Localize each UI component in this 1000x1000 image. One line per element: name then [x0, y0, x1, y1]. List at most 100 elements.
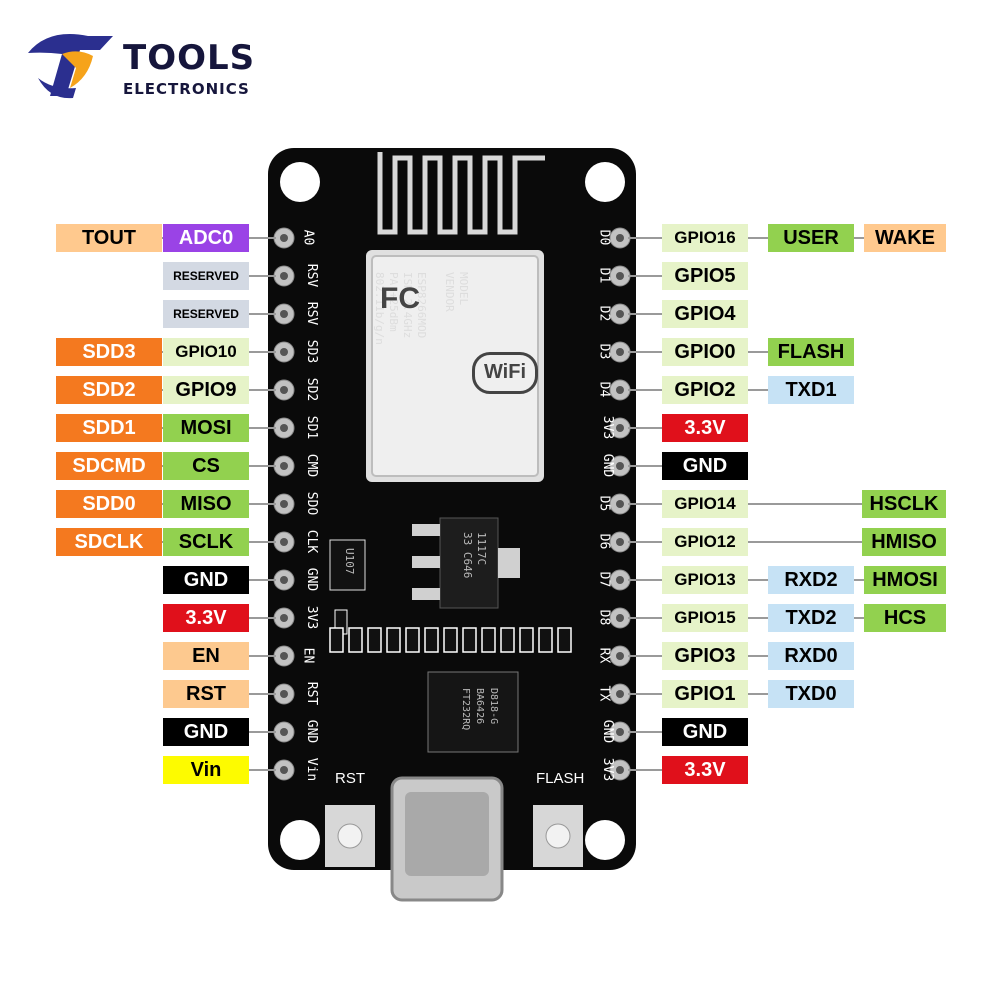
regulator [412, 517, 520, 609]
mount-hole [585, 162, 625, 202]
pin-label-mosi: MOSI [163, 414, 249, 442]
pin-hole [280, 272, 288, 280]
pin-label-3-3v: 3.3V [662, 414, 748, 442]
smd-resistor [329, 627, 344, 653]
pin-label-txd0: TXD0 [768, 680, 854, 708]
pin-label-flash: FLASH [768, 338, 854, 366]
pin-label-3-3v: 3.3V [662, 756, 748, 784]
pin-label-en: EN [163, 642, 249, 670]
pin-hole [616, 310, 624, 318]
pin-label-rxd2: RXD2 [768, 566, 854, 594]
pin-label-user: USER [768, 224, 854, 252]
pin-hole [616, 234, 624, 242]
pin-label-txd2: TXD2 [768, 604, 854, 632]
smd-resistor [500, 627, 515, 653]
silkscreen-d3: D3 [596, 343, 612, 360]
silkscreen-d5: D5 [596, 495, 612, 512]
silkscreen-tx: TX [596, 685, 612, 702]
silkscreen-sd2: SD2 [304, 377, 320, 402]
pin-label-cs: CS [163, 452, 249, 480]
pin-hole [280, 576, 288, 584]
pin-label-sdd2: SDD2 [56, 376, 162, 404]
smd-resistor [519, 627, 534, 653]
flash-button [545, 823, 571, 849]
silkscreen-3v3: 3V3 [600, 415, 616, 440]
pin-label-sdd1: SDD1 [56, 414, 162, 442]
pin-hole [616, 386, 624, 394]
silkscreen-d6: D6 [596, 533, 612, 550]
pin-label-gpio0: GPIO0 [662, 338, 748, 366]
silkscreen-gnd: GND [600, 719, 616, 744]
pin-hole [616, 348, 624, 356]
silkscreen-sd3: SD3 [304, 339, 320, 364]
smd-resistor [557, 627, 572, 653]
pin-label-gpio12: GPIO12 [662, 528, 748, 556]
pin-hole [616, 766, 624, 774]
module-shield [371, 255, 539, 477]
smd-resistor [462, 627, 477, 653]
pin-label-gpio16: GPIO16 [662, 224, 748, 252]
smd-resistor [538, 627, 553, 653]
smd-resistor [348, 627, 363, 653]
pin-hole [616, 728, 624, 736]
silkscreen-a0: A0 [300, 229, 316, 246]
pin-hole [280, 652, 288, 660]
pin-label-hsclk: HSCLK [862, 490, 946, 518]
silkscreen-vin: Vin [304, 757, 320, 782]
logo: TOOLS ELECTRONICS [18, 18, 258, 108]
pin-label-gpio2: GPIO2 [662, 376, 748, 404]
silkscreen-d7: D7 [596, 571, 612, 588]
pin-hole [280, 728, 288, 736]
pin-label-gpio13: GPIO13 [662, 566, 748, 594]
silkscreen-rsv: RSV [304, 301, 320, 326]
wifi-logo: WiFi [472, 352, 538, 394]
pin-label-rxd0: RXD0 [768, 642, 854, 670]
diode-marking: U107 [343, 548, 356, 575]
flash-button-label: FLASH [536, 770, 585, 787]
pin-hole [616, 652, 624, 660]
rst-button-label: RST [335, 770, 365, 787]
pin-hole [616, 424, 624, 432]
usb-c-opening [405, 792, 489, 876]
mount-hole [280, 162, 320, 202]
mount-hole [585, 820, 625, 860]
silkscreen-gnd: GND [304, 567, 320, 592]
pin-hole [616, 576, 624, 584]
pin-label-3-3v: 3.3V [163, 604, 249, 632]
pin-label-gpio3: GPIO3 [662, 642, 748, 670]
pin-hole [280, 500, 288, 508]
pin-hole [616, 614, 624, 622]
pin-hole [280, 424, 288, 432]
regulator-marking: 1117C 33 C646 [461, 532, 488, 579]
pin-hole [280, 234, 288, 242]
silkscreen-d0: D0 [596, 229, 612, 246]
silkscreen-3v3: 3V3 [304, 605, 320, 630]
antenna-trace [377, 152, 545, 235]
pin-label-wake: WAKE [864, 224, 946, 252]
pin-label-vin: Vin [163, 756, 249, 784]
pin-label-gpio4: GPIO4 [662, 300, 748, 328]
pin-label-rst: RST [163, 680, 249, 708]
smd-resistor [481, 627, 496, 653]
silkscreen-sdo: SDO [304, 491, 320, 516]
silkscreen-gnd: GND [600, 453, 616, 478]
pin-label-sdcmd: SDCMD [56, 452, 162, 480]
left-header-pins [273, 227, 295, 781]
mount-hole [280, 820, 320, 860]
pin-label-txd1: TXD1 [768, 376, 854, 404]
pin-label-gpio9: GPIO9 [163, 376, 249, 404]
silkscreen-rsv: RSV [304, 263, 320, 288]
silkscreen-rx: RX [596, 647, 612, 664]
pin-label-tout: TOUT [56, 224, 162, 252]
pin-label-sdclk: SDCLK [56, 528, 162, 556]
pin-hole [280, 614, 288, 622]
pin-label-hmosi: HMOSI [864, 566, 946, 594]
pin-label-miso: MISO [163, 490, 249, 518]
pin-hole [280, 310, 288, 318]
smd-resistor [367, 627, 382, 653]
silkscreen-d1: D1 [596, 267, 612, 284]
pin-hole [616, 500, 624, 508]
pin-label-gpio10: GPIO10 [163, 338, 249, 366]
pin-hole [280, 766, 288, 774]
